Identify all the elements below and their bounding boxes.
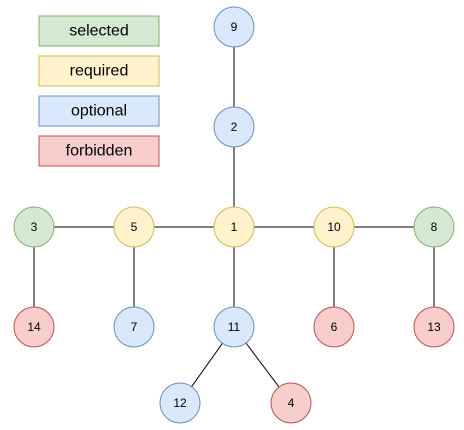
- node-14: 14: [13, 306, 55, 348]
- node-12: 12: [159, 382, 201, 424]
- node-label-3: 3: [31, 220, 38, 234]
- node-circle-8: [413, 206, 455, 248]
- edges-layer: [33, 47, 435, 388]
- node-label-12: 12: [173, 396, 187, 410]
- legend-swatch-selected: [38, 15, 160, 47]
- node-circle-12: [159, 382, 201, 424]
- node-label-7: 7: [131, 320, 138, 334]
- nodes-layer: 9 2 3 5 1 10 8 14 7 11 6 13 12 4: [13, 6, 455, 424]
- node-circle-1: [213, 206, 255, 248]
- node-label-14: 14: [27, 320, 41, 334]
- legend-label-required: required: [70, 63, 129, 80]
- node-circle-11: [213, 306, 255, 348]
- node-circle-2: [213, 106, 255, 148]
- node-5: 5: [113, 206, 155, 248]
- node-label-11: 11: [228, 320, 241, 334]
- node-11: 11: [213, 306, 255, 348]
- node-label-8: 8: [431, 220, 438, 234]
- legend-label-forbidden: forbidden: [66, 143, 133, 160]
- node-10: 10: [313, 206, 355, 248]
- node-4: 4: [270, 382, 312, 424]
- legend-swatch-optional: [38, 95, 160, 127]
- node-label-1: 1: [231, 220, 238, 234]
- node-9: 9: [213, 6, 255, 48]
- legend-item-required: required: [38, 55, 160, 87]
- node-circle-9: [213, 6, 255, 48]
- node-label-4: 4: [288, 396, 295, 410]
- node-circle-6: [313, 306, 355, 348]
- node-circle-14: [13, 306, 55, 348]
- legend-swatch-required: [38, 55, 160, 87]
- legend-label-optional: optional: [71, 103, 127, 120]
- node-8: 8: [413, 206, 455, 248]
- node-13: 13: [413, 306, 455, 348]
- legend-item-selected: selected: [38, 15, 160, 47]
- legend-label-selected: selected: [69, 23, 129, 40]
- node-circle-4: [270, 382, 312, 424]
- node-circle-7: [113, 306, 155, 348]
- node-label-10: 10: [327, 220, 341, 234]
- legend-item-optional: optional: [38, 95, 160, 127]
- node-label-9: 9: [231, 20, 238, 34]
- legend: selected required optional forbidden: [38, 15, 160, 167]
- node-label-6: 6: [331, 320, 338, 334]
- node-3: 3: [13, 206, 55, 248]
- node-label-2: 2: [231, 120, 238, 134]
- node-circle-5: [113, 206, 155, 248]
- node-circle-13: [413, 306, 455, 348]
- node-label-13: 13: [427, 320, 441, 334]
- legend-swatch-forbidden: [38, 135, 160, 167]
- node-1: 1: [213, 206, 255, 248]
- node-7: 7: [113, 306, 155, 348]
- node-2: 2: [213, 106, 255, 148]
- node-label-5: 5: [131, 220, 138, 234]
- node-6: 6: [313, 306, 355, 348]
- node-circle-3: [13, 206, 55, 248]
- edge-11-12: [191, 343, 223, 387]
- legend-item-forbidden: forbidden: [38, 135, 160, 167]
- edge-11-4: [245, 342, 280, 388]
- node-circle-10: [313, 206, 355, 248]
